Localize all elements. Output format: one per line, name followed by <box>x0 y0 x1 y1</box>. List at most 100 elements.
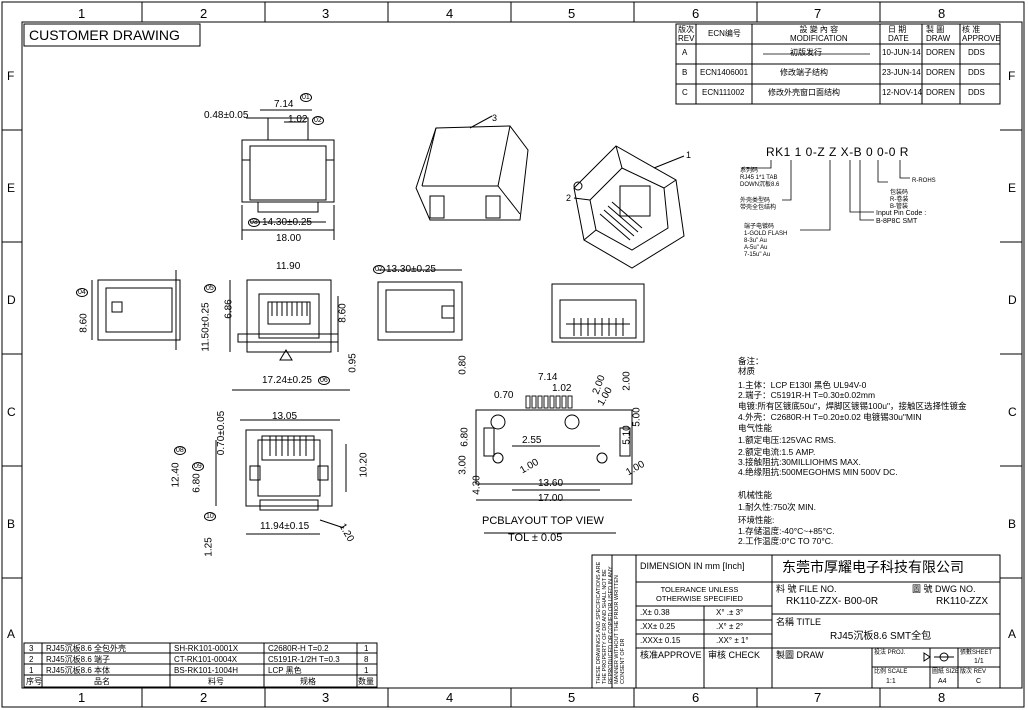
dim-125: 1.25 <box>203 537 215 557</box>
sheet-label: 張數SHEET <box>960 650 993 656</box>
zone-row-b: B <box>7 517 16 531</box>
bom-2-qty: 8 <box>364 655 369 664</box>
zone-col-6-bottom: 6 <box>692 690 700 705</box>
rev-b-ecn: ECN1406001 <box>700 68 749 77</box>
bom-2-spec: C5191R-1/2H T=0.3 <box>268 655 340 664</box>
zone-col-7: 7 <box>814 6 822 21</box>
dim-095: 0.95 <box>347 353 359 373</box>
title-value: RJ45沉板8.6 SMT全包 <box>830 631 932 642</box>
dim-1330: 13.30±0.25 <box>386 264 436 275</box>
note-line-13: 环境性能: <box>738 515 775 525</box>
zone-col-5-bottom: 5 <box>568 690 576 705</box>
bom-1-spec: C2680R-H T=0.2 <box>268 644 329 653</box>
rev-a-rev: A <box>682 48 688 57</box>
pcb-dim-102: 1.02 <box>552 383 572 394</box>
top-view <box>241 109 335 240</box>
bom-2-name: RJ45沉板8.6 端子 <box>46 655 111 664</box>
rev-b-approve: DDS <box>968 68 985 77</box>
zone-col-5: 5 <box>568 6 576 21</box>
zone-col-2-bottom: 2 <box>200 690 208 705</box>
bom-1-name: RJ45沉板8.6 全包外壳 <box>46 644 127 653</box>
callout-2: 2 <box>566 193 572 203</box>
file-no-label: 料 號 FILE NO. <box>776 584 837 594</box>
inner-border <box>21 21 1023 689</box>
dim-1430: 14.30±0.25 <box>262 217 312 228</box>
note-line-9: 3.接触阻抗:30MILLIOHMS MAX. <box>738 457 861 467</box>
dim-1150: 11.50±0.25 <box>200 302 212 352</box>
rev-c-date: 12-NOV-14 <box>882 88 923 97</box>
note-line-15: 2.工作温度:0°C TO 70°C. <box>738 536 834 546</box>
pn-note-plating: 端子电镀码 1-GOLD FLASH 8-3u" Au A-5u" Au 7-1… <box>744 224 788 258</box>
dim-102: 1.02 <box>288 114 308 125</box>
note-line-2: 1.主体：LCP E130I 黑色 UL94V-0 <box>738 380 867 390</box>
dim-1724: 17.24±0.25 <box>262 375 312 386</box>
zone-col-8-bottom: 8 <box>938 690 946 705</box>
dim-1190: 11.90 <box>276 261 301 272</box>
rev-header-draw: 製 圖 DRAW <box>926 25 951 43</box>
pcb-dim-200b: 2.00 <box>621 371 633 391</box>
zone-row-e-right: E <box>1008 181 1017 195</box>
rev-header-modification: 設 變 內 容 MODIFICATION <box>790 25 848 43</box>
pcb-title: PCBLAYOUT TOP VIEW <box>482 515 604 527</box>
pcb-dim-510: 5.10 <box>621 425 633 445</box>
pn-note-pin: Input Pin Code : B-8P8C SMT <box>876 210 927 226</box>
rev-b-draw: DOREN <box>926 68 955 77</box>
bom-3-part: BS-RK101-1004H <box>174 666 239 675</box>
zone-col-3: 3 <box>322 6 330 21</box>
note-line-5: 4.外壳：C2680R-H T=0.20±0.02 电镀锡30u"MIN <box>738 412 922 422</box>
rev-b-rev: B <box>682 68 688 77</box>
pn-note-package: 包装码 R-卷装 B-管装 <box>890 190 909 210</box>
note-line-11: 机械性能 <box>738 490 773 500</box>
rev-b-mod: 修改端子结构 <box>780 68 828 77</box>
bom-3-no: 1 <box>29 666 34 675</box>
rev-c-approve: DDS <box>968 88 985 97</box>
dim-860-left: 8.60 <box>78 313 90 333</box>
balloon-10: 10 <box>204 512 216 521</box>
note-line-1: 材质 <box>738 366 756 376</box>
pcb-dim-1700: 17.00 <box>538 493 564 504</box>
zone-row-b-right: B <box>1008 517 1017 531</box>
pcb-dim-500: 5.00 <box>631 407 643 427</box>
check-label: 审核 CHECK <box>708 650 761 660</box>
iso-connector-view <box>573 145 685 269</box>
rev-c-ecn: ECN111002 <box>702 88 745 97</box>
pcb-dim-070: 0.70 <box>494 390 514 401</box>
pn-note-rohs: R-ROHS <box>912 178 936 184</box>
zone-col-4: 4 <box>446 6 454 21</box>
bom-3-spec: LCP 黑色 <box>268 666 302 675</box>
size-value: A4 <box>938 678 947 685</box>
file-no: RK110-ZZX- B00-0R <box>786 596 879 607</box>
iso-shell-view <box>415 115 529 221</box>
pn-note-series: 系列码 RJ45 1*1 TAB DOWN沉板8.6 <box>740 168 780 188</box>
bom-header-name: 品名 <box>94 677 110 686</box>
zone-row-a-right: A <box>1008 627 1017 641</box>
pcb-layout <box>475 395 633 534</box>
tol-xx: .XX± 0.25 <box>640 622 676 631</box>
zone-row-c-right: C <box>1008 405 1017 419</box>
balloon-03: 03 <box>248 218 260 227</box>
rev-a-mod: 初版发行 <box>790 48 822 57</box>
zone-col-4-bottom: 4 <box>446 690 454 705</box>
bom-header-qty: 数量 <box>358 677 374 686</box>
balloon-01: 01 <box>300 93 312 102</box>
dim-1800: 18.00 <box>276 233 302 244</box>
size-label: 圖紙 SIZE <box>932 669 960 675</box>
zone-row-d: D <box>7 293 16 307</box>
bom-3-qty: 1 <box>364 666 369 675</box>
bom-2-part: CT-RK101-0004X <box>174 655 238 664</box>
rev-c-mod: 修改外壳窗口面结构 <box>768 88 840 97</box>
rev-header-rev: 版次 REV <box>678 25 695 43</box>
copyright-notice: THESE DRAWINGS AND SPECIFICATIONS ARE TH… <box>596 561 627 684</box>
zone-col-1-bottom: 1 <box>78 690 86 705</box>
balloon-05: 05 <box>204 284 216 293</box>
note-line-3: 2.端子：C5191R-H T=0.30±0.02mm <box>738 390 876 400</box>
pcb-dim-300: 3.00 <box>457 455 469 475</box>
note-line-0: 备注： <box>738 356 764 366</box>
dim-080: 0.80 <box>457 355 469 375</box>
zone-col-1: 1 <box>78 6 86 21</box>
zone-row-f-right: F <box>1008 69 1016 83</box>
bom-1-qty: 1 <box>364 644 369 653</box>
tolerance-title: TOLERANCE UNLESS OTHERWISE SPECIFIED <box>656 585 743 603</box>
